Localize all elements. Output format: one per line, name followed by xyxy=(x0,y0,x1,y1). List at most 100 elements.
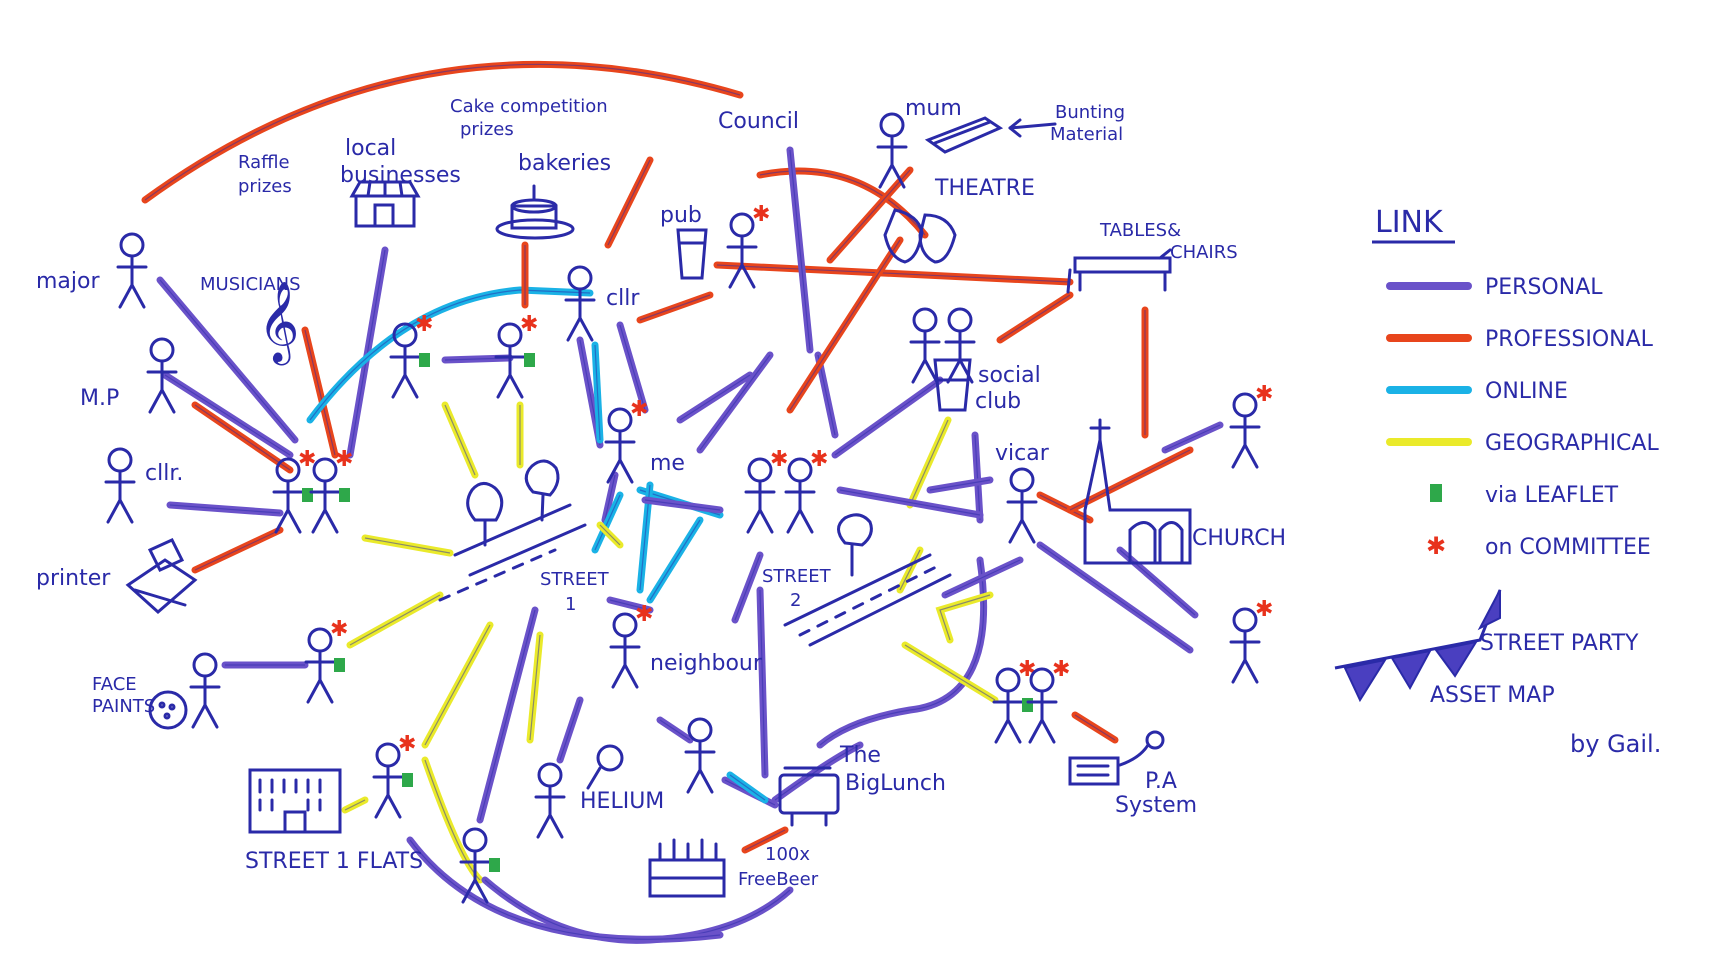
lunch-table-icon xyxy=(778,766,840,827)
link-line-outline xyxy=(604,474,616,521)
label-street1-1: STREET xyxy=(540,569,610,590)
label-pub: pub xyxy=(660,203,702,228)
stick-figure-icon xyxy=(372,742,404,819)
link-line-outline xyxy=(609,599,651,611)
legend-title: LINK xyxy=(1375,205,1444,240)
table-icon xyxy=(1066,248,1172,294)
committee-star-icon: ✱ xyxy=(752,202,770,227)
label-council: Council xyxy=(718,109,799,134)
label-cllr-left: cllr. xyxy=(145,461,183,486)
stick-figure-icon xyxy=(744,457,776,534)
committee-star-icon: ✱ xyxy=(1018,657,1036,682)
stick-figure-icon xyxy=(992,667,1024,744)
link-line-outline xyxy=(444,404,476,476)
tree-icons xyxy=(466,459,873,577)
link-line-outline xyxy=(309,289,591,421)
stick-figure-icon xyxy=(609,612,641,689)
label-local-businesses-2: businesses xyxy=(340,163,461,188)
stick-figure-icon xyxy=(389,322,421,399)
stick-figure-icon xyxy=(604,407,636,484)
link-line-outline xyxy=(904,644,996,701)
link-line-outline xyxy=(839,489,981,516)
link-line-outline xyxy=(159,279,296,441)
link-line-outline xyxy=(734,554,761,621)
link-line-outline xyxy=(716,264,1071,283)
link-line-outline xyxy=(834,379,941,456)
stick-figures: ✱✱✱✱✱✱✱✱✱✱✱✱✱✱✱ xyxy=(104,112,1273,904)
link-line-outline xyxy=(1119,549,1196,616)
legend: LINK PERSONALPROFESSIONALONLINEGEOGRAPHI… xyxy=(1372,205,1659,560)
link-line-outline xyxy=(974,434,981,521)
church-icon xyxy=(1083,418,1192,565)
link-line-outline xyxy=(899,549,921,591)
leaflet-marker-icon xyxy=(334,658,345,672)
committee-star-icon: ✱ xyxy=(415,312,433,337)
bunting-icon xyxy=(1334,589,1502,703)
diagram-labels: major MUSICIANS M.P cllr. printer FACE P… xyxy=(36,96,1286,890)
committee-star-icon: ✱ xyxy=(520,312,538,337)
stick-figure-icon xyxy=(104,447,136,524)
label-face-paints-2: PAINTS xyxy=(92,696,155,717)
link-line-outline xyxy=(774,744,861,801)
label-mum: mum xyxy=(905,96,962,121)
link-line-outline xyxy=(409,839,721,940)
link-line-outline xyxy=(559,699,581,761)
leaflet-marker-icon xyxy=(489,858,500,872)
committee-star-icon: ✱ xyxy=(330,617,348,642)
link-line-outline xyxy=(1039,544,1191,651)
label-neighbour: neighbour xyxy=(650,651,763,676)
link-line-outline xyxy=(1164,424,1221,451)
link-line xyxy=(306,286,594,424)
link-line-outline xyxy=(759,170,926,236)
link-line-outline xyxy=(424,624,491,746)
label-pa-2: System xyxy=(1115,793,1197,818)
label-big-lunch-2: BigLunch xyxy=(845,771,946,796)
stick-figure-icon xyxy=(1229,607,1261,684)
label-helium: HELIUM xyxy=(580,789,664,814)
link-line-outline xyxy=(607,159,651,246)
shop-icon xyxy=(349,180,421,228)
stick-figure-icon xyxy=(684,717,716,794)
label-bunting-2: Material xyxy=(1050,124,1123,145)
stick-figure-icon xyxy=(272,457,304,534)
committee-star-icon: ✱ xyxy=(630,397,648,422)
label-cllr-top: cllr xyxy=(606,286,640,311)
stick-figure-icon xyxy=(909,307,941,384)
link-line-outline xyxy=(939,594,991,641)
link-line-outline xyxy=(594,494,621,551)
committee-star-icon: ✱ xyxy=(335,447,353,472)
link-line-outline xyxy=(679,374,751,421)
label-major: major xyxy=(36,269,100,294)
label-musicians: MUSICIANS xyxy=(200,274,301,295)
committee-star-icon: ✱ xyxy=(770,447,788,472)
stick-figure-icon xyxy=(494,322,526,399)
link-line-outline xyxy=(349,594,441,646)
link-line-outline xyxy=(649,519,701,601)
stick-figure-icon xyxy=(459,827,491,904)
link-line-outline xyxy=(144,63,741,201)
link-line-outline xyxy=(789,149,811,351)
stick-figure-icon xyxy=(534,762,566,839)
leaflet-marker-icon xyxy=(1022,698,1033,712)
label-big-lunch-1: The xyxy=(839,743,881,768)
flats-building-icon xyxy=(248,768,342,834)
legend-item: GEOGRAPHICAL xyxy=(1386,431,1659,456)
label-theatre: THEATRE xyxy=(934,176,1035,201)
committee-star-icon: ✱ xyxy=(398,732,416,757)
stick-figure-icon xyxy=(1229,392,1261,469)
legend-label: via LEAFLET xyxy=(1485,483,1619,508)
committee-star-icon: ✱ xyxy=(1426,532,1446,560)
link-line-outline xyxy=(819,559,985,746)
link-line-outline xyxy=(594,344,601,441)
legend-label: GEOGRAPHICAL xyxy=(1485,431,1659,456)
stick-figure-icon xyxy=(944,307,976,384)
stick-figure-icon xyxy=(726,212,758,289)
legend-item: PERSONAL xyxy=(1386,275,1603,300)
label-bakeries: bakeries xyxy=(518,151,611,176)
link-line-outline xyxy=(744,829,786,851)
legend-label: PROFESSIONAL xyxy=(1485,327,1654,352)
credit-block: STREET PARTY ASSET MAP by Gail. xyxy=(1334,589,1661,758)
label-free-beer-2: FreeBeer xyxy=(738,869,819,890)
link-line-outline xyxy=(999,294,1071,341)
